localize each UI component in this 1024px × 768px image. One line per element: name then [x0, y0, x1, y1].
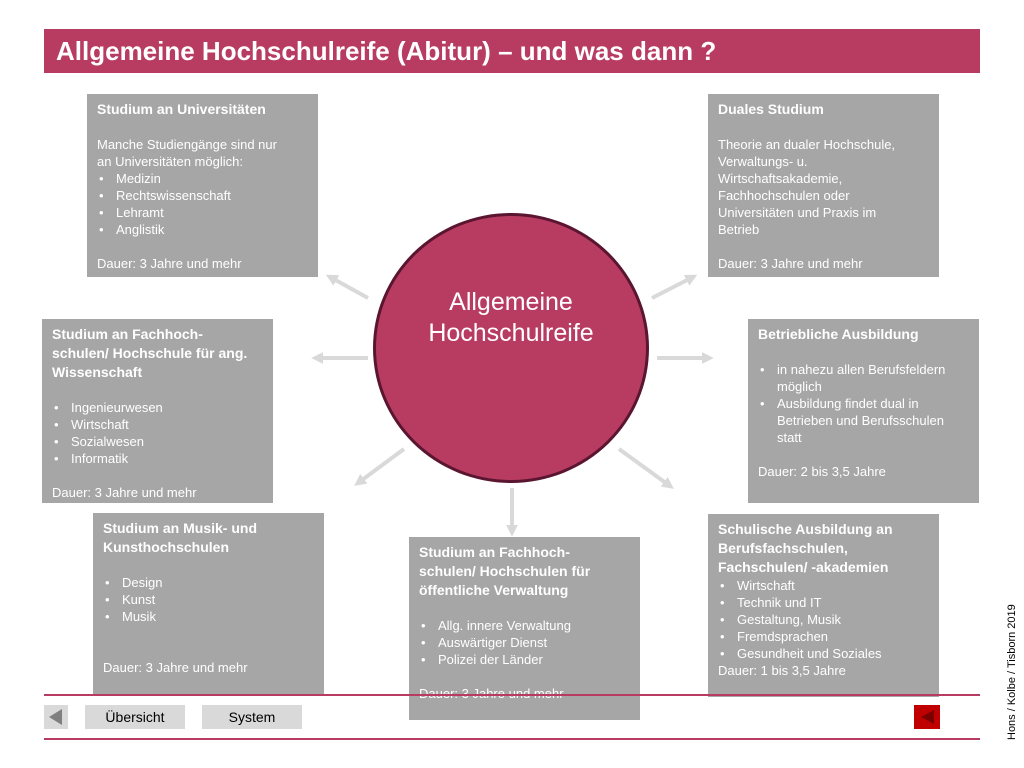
center-circle: Allgemeine Hochschulreife	[373, 213, 649, 483]
box-title: Schulische Ausbildung an Berufsfachschul…	[718, 521, 893, 575]
box-intro: Manche Studiengänge sind nur an Universi…	[97, 137, 277, 169]
list-item: Gesundheit und Soziales	[718, 645, 929, 662]
list-item: Informatik	[52, 450, 263, 467]
list-item: Anglistik	[97, 221, 308, 238]
box-duales: Duales Studium Theorie an dualer Hochsch…	[708, 94, 939, 277]
box-schulisch: Schulische Ausbildung an Berufsfachschul…	[708, 514, 939, 697]
list-item: Sozialwesen	[52, 433, 263, 450]
box-list: Design Kunst Musik	[103, 574, 314, 625]
list-item: Fremdsprachen	[718, 628, 929, 645]
list-item: Design	[103, 574, 314, 591]
box-list: Allg. innere Verwaltung Auswärtiger Dien…	[419, 617, 630, 668]
credit-text: Hons / Kolbe / Tisborn 2019	[1006, 604, 1018, 740]
arrow-to-musik	[354, 447, 406, 486]
footer-divider-top	[44, 694, 980, 696]
arrow-to-schulisch	[617, 447, 674, 489]
arrow-left-home-icon	[921, 710, 934, 724]
footer-divider-bottom	[44, 738, 980, 740]
list-item: Wirtschaft	[718, 577, 929, 594]
box-list: Medizin Rechtswissenschaft Lehramt Angli…	[97, 170, 308, 238]
box-list: in nahezu allen Berufsfeldern möglich Au…	[758, 361, 969, 446]
box-verwaltung: Studium an Fachhoch- schulen/ Hochschule…	[409, 537, 640, 720]
list-item: Lehramt	[97, 204, 308, 221]
box-title: Studium an Musik- und Kunsthochschulen	[103, 520, 257, 555]
list-item: Medizin	[97, 170, 308, 187]
box-title: Duales Studium	[718, 101, 824, 117]
system-button[interactable]: System	[202, 705, 302, 729]
arrow-left-icon	[49, 709, 62, 725]
page-title: Allgemeine Hochschulreife (Abitur) – und…	[44, 29, 980, 73]
list-item: Technik und IT	[718, 594, 929, 611]
list-item: Wirtschaft	[52, 416, 263, 433]
box-duration: Dauer: 3 Jahre und mehr	[103, 660, 248, 675]
list-item: Auswärtiger Dienst	[419, 634, 630, 651]
arrow-to-universitaeten	[325, 274, 369, 300]
box-title: Betriebliche Ausbildung	[758, 326, 919, 342]
box-musik: Studium an Musik- und Kunsthochschulen D…	[93, 513, 324, 696]
arrow-to-duales	[651, 274, 698, 300]
list-item: Polizei der Länder	[419, 651, 630, 668]
box-duration: Dauer: 3 Jahre und mehr	[97, 256, 242, 271]
box-title: Studium an Universitäten	[97, 101, 266, 117]
list-item: Ingenieurwesen	[52, 399, 263, 416]
box-fachhochschule: Studium an Fachhoch- schulen/ Hochschule…	[42, 319, 273, 503]
box-duration: Dauer: 3 Jahre und mehr	[419, 685, 630, 702]
list-item: Musik	[103, 608, 314, 625]
box-title: Studium an Fachhoch- schulen/ Hochschule…	[419, 544, 591, 598]
list-item: Gestaltung, Musik	[718, 611, 929, 628]
box-duration: Dauer: 3 Jahre und mehr	[718, 256, 863, 271]
box-duration: Dauer: 3 Jahre und mehr	[52, 485, 197, 500]
list-item: in nahezu allen Berufsfeldern möglich	[758, 361, 969, 395]
list-item: Allg. innere Verwaltung	[419, 617, 630, 634]
overview-button[interactable]: Übersicht	[85, 705, 185, 729]
list-item: Rechtswissenschaft	[97, 187, 308, 204]
box-universitaeten: Studium an Universitäten Manche Studieng…	[87, 94, 318, 277]
center-label: Allgemeine Hochschulreife	[428, 288, 594, 347]
list-item: Kunst	[103, 591, 314, 608]
box-duration: Dauer: 1 bis 3,5 Jahre	[718, 663, 846, 678]
box-list: Wirtschaft Technik und IT Gestaltung, Mu…	[718, 577, 929, 662]
back-button[interactable]	[44, 705, 68, 729]
box-betrieblich: Betriebliche Ausbildung in nahezu allen …	[748, 319, 979, 503]
box-duration: Dauer: 2 bis 3,5 Jahre	[758, 464, 886, 479]
box-intro: Theorie an dualer Hochschule, Verwaltung…	[718, 137, 896, 237]
box-list: Ingenieurwesen Wirtschaft Sozialwesen In…	[52, 399, 263, 467]
list-item: Ausbildung findet dual in Betrieben und …	[758, 395, 969, 446]
box-title: Studium an Fachhoch- schulen/ Hochschule…	[52, 326, 248, 380]
home-button[interactable]	[914, 705, 940, 729]
